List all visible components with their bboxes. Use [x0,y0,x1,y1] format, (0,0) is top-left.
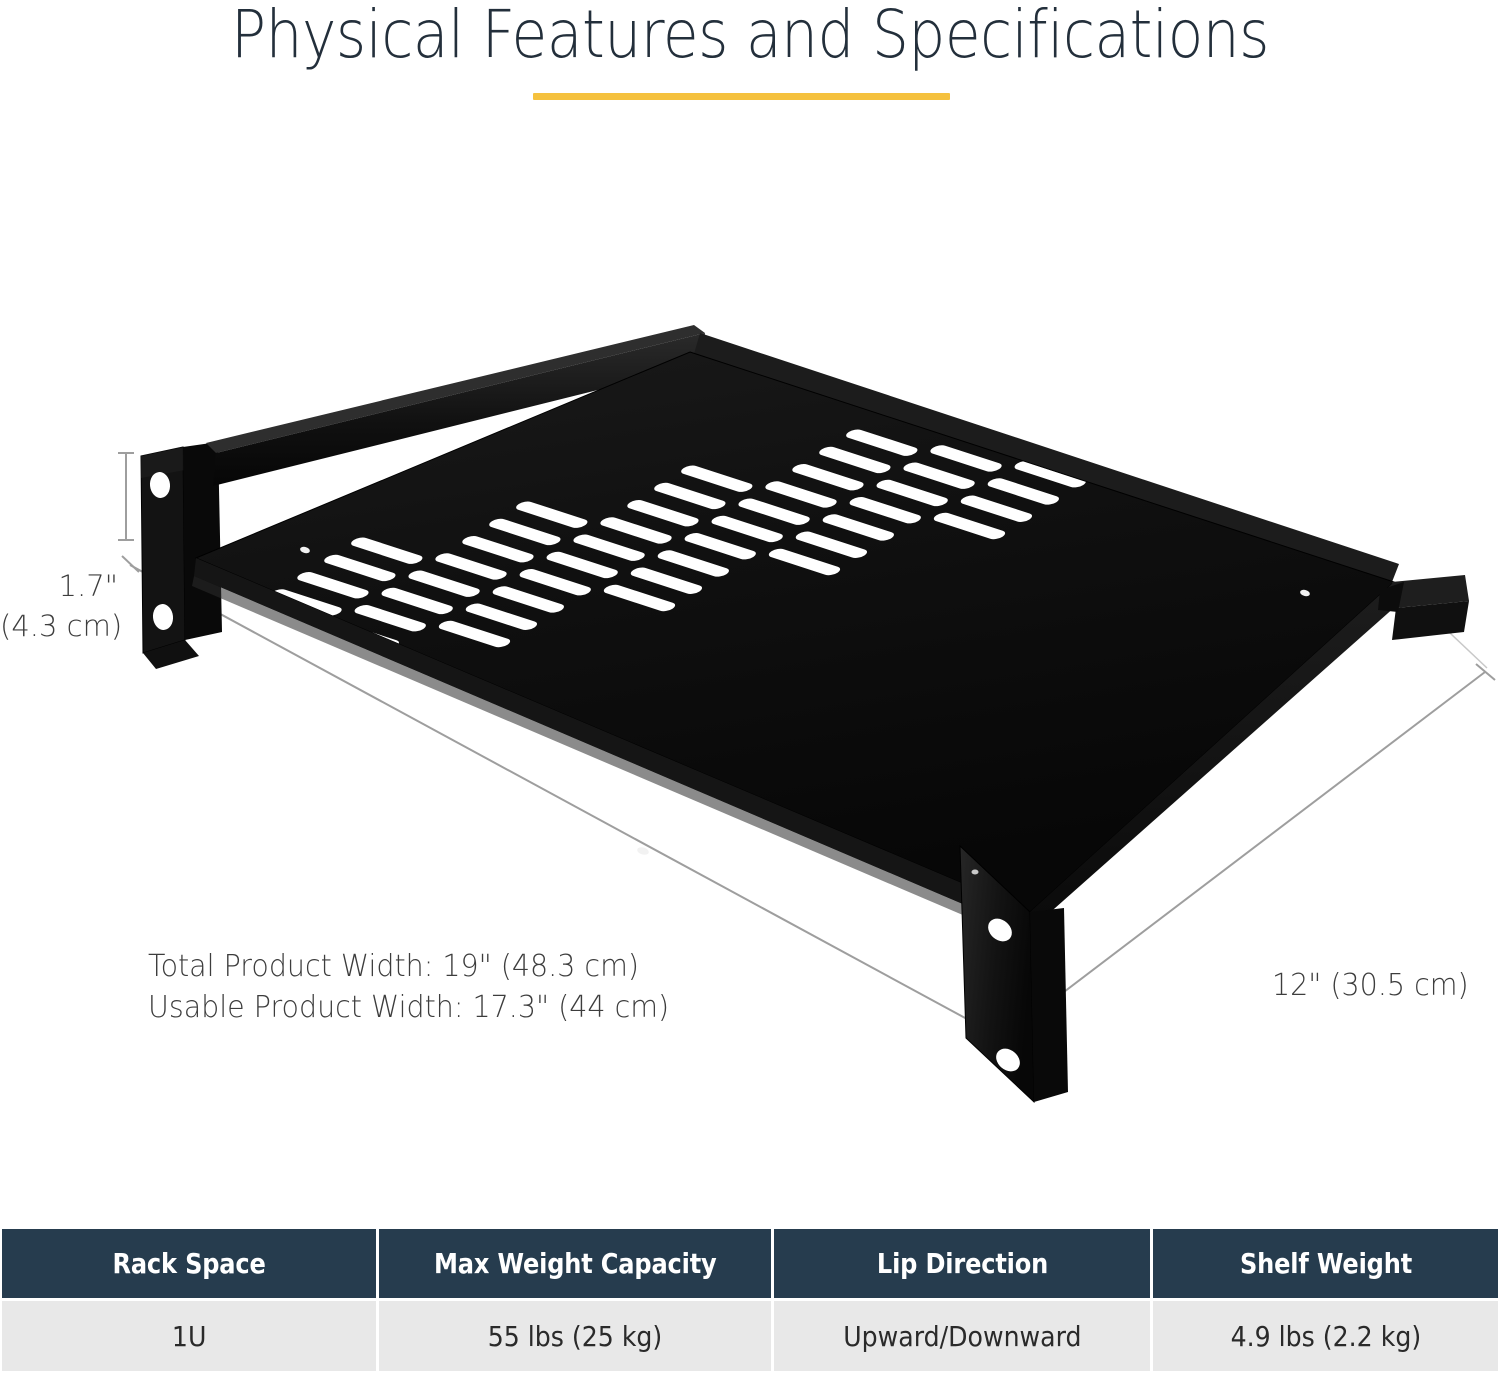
column-header-max-weight-capacity: Max Weight Capacity [379,1229,771,1298]
shelf-front-edge [192,558,1396,942]
shelf-back-lip [206,325,705,486]
depth-dimension-label: 12" (30.5 cm) [1272,968,1469,1003]
cell-lip-direction: Upward/Downward [773,1301,1151,1371]
width-dimension-label: Total Product Width: 19" (48.3 cm) Usabl… [148,949,670,1025]
rack-shelf-drawing [118,325,1496,1104]
rear-corner-tab [1378,582,1404,612]
table-header-row: Rack Space Max Weight Capacity Lip Direc… [2,1229,1498,1298]
table-row: 1U 55 lbs (25 kg) Upward/Downward 4.9 lb… [2,1301,1498,1371]
right-mounting-bracket [959,575,1469,1104]
height-dimension-label: 1.7" (4.3 cm) [0,569,123,643]
page-title: Physical Features and Specifications [231,0,1269,73]
cell-max-weight-capacity: 55 lbs (25 kg) [379,1301,771,1371]
column-header-lip-direction: Lip Direction [773,1229,1151,1298]
column-header-shelf-weight: Shelf Weight [1153,1229,1498,1298]
column-header-rack-space: Rack Space [2,1229,377,1298]
title-accent-underline [533,93,950,100]
specifications-table: Rack Space Max Weight Capacity Lip Direc… [2,1229,1498,1371]
product-illustration: 1.7" (4.3 cm) Total Product Width: 19" (… [0,120,1500,1220]
page-header: Physical Features and Specifications [0,0,1500,120]
cell-rack-space: 1U [2,1301,377,1371]
cell-shelf-weight: 4.9 lbs (2.2 kg) [1153,1301,1498,1371]
